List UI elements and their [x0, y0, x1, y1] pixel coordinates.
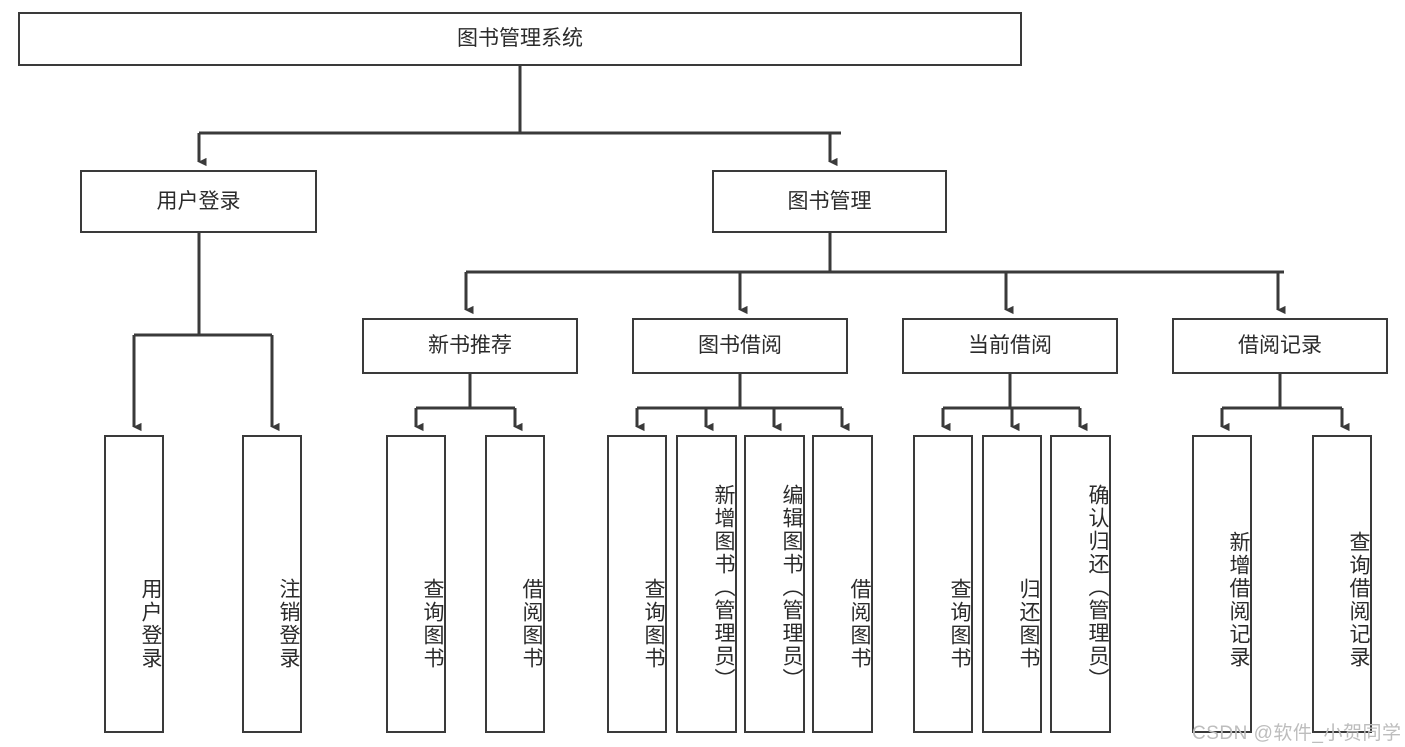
- node-current-borrow[interactable]: 当前借阅: [902, 318, 1118, 374]
- node-leaf-confirm-return-label: 确认归还（管理员）: [1086, 483, 1109, 691]
- node-user-login-label: 用户登录: [156, 189, 241, 213]
- node-leaf-borrow-book-rec-label: 借阅图书: [520, 578, 543, 670]
- node-leaf-add-book[interactable]: 新增图书（管理员）: [676, 435, 737, 733]
- node-leaf-query-book-cur-label: 查询图书: [948, 578, 971, 670]
- node-borrow-record-label: 借阅记录: [1238, 334, 1322, 358]
- node-book-borrow-label: 图书借阅: [698, 334, 782, 358]
- node-leaf-query-book-borrow-label: 查询图书: [642, 578, 665, 670]
- node-leaf-borrow-book[interactable]: 借阅图书: [812, 435, 873, 733]
- node-leaf-user-login[interactable]: 用户登录: [104, 435, 164, 733]
- node-leaf-query-record-label: 查询借阅记录: [1347, 531, 1370, 669]
- node-new-book-recommend-label: 新书推荐: [428, 334, 512, 358]
- node-leaf-edit-book[interactable]: 编辑图书（管理员）: [744, 435, 805, 733]
- node-leaf-logout-label: 注销登录: [277, 578, 300, 670]
- node-borrow-record[interactable]: 借阅记录: [1172, 318, 1388, 374]
- node-leaf-query-book-rec-label: 查询图书: [421, 578, 444, 670]
- node-book-borrow[interactable]: 图书借阅: [632, 318, 848, 374]
- node-leaf-borrow-book-rec[interactable]: 借阅图书: [485, 435, 545, 733]
- node-leaf-add-record[interactable]: 新增借阅记录: [1192, 435, 1252, 733]
- node-leaf-confirm-return[interactable]: 确认归还（管理员）: [1050, 435, 1111, 733]
- node-leaf-add-record-label: 新增借阅记录: [1227, 531, 1250, 669]
- node-leaf-logout[interactable]: 注销登录: [242, 435, 302, 733]
- node-leaf-return-book[interactable]: 归还图书: [982, 435, 1042, 733]
- node-leaf-query-book-borrow[interactable]: 查询图书: [607, 435, 667, 733]
- node-leaf-add-book-label: 新增图书（管理员）: [712, 483, 735, 691]
- node-leaf-query-book-rec[interactable]: 查询图书: [386, 435, 446, 733]
- node-root-label: 图书管理系统: [457, 27, 583, 51]
- node-leaf-user-login-label: 用户登录: [139, 578, 162, 670]
- node-leaf-query-book-cur[interactable]: 查询图书: [913, 435, 973, 733]
- node-leaf-return-book-label: 归还图书: [1017, 578, 1040, 670]
- node-root[interactable]: 图书管理系统: [18, 12, 1022, 66]
- node-new-book-recommend[interactable]: 新书推荐: [362, 318, 578, 374]
- node-book-management-label: 图书管理: [787, 189, 872, 213]
- node-book-management[interactable]: 图书管理: [712, 170, 947, 233]
- csdn-watermark: CSDN @软件_小贺同学: [1192, 718, 1401, 745]
- node-leaf-query-record[interactable]: 查询借阅记录: [1312, 435, 1372, 733]
- node-leaf-edit-book-label: 编辑图书（管理员）: [780, 483, 803, 691]
- node-user-login[interactable]: 用户登录: [80, 170, 317, 233]
- node-current-borrow-label: 当前借阅: [968, 334, 1052, 358]
- watermark-text: CSDN @软件_小贺同学: [1192, 723, 1402, 744]
- node-leaf-borrow-book-label: 借阅图书: [848, 578, 871, 670]
